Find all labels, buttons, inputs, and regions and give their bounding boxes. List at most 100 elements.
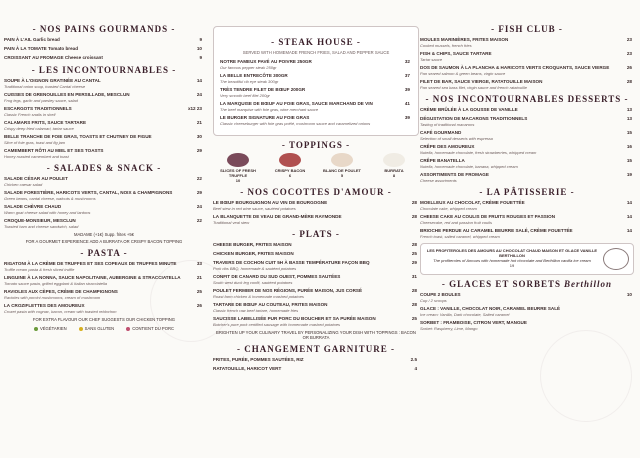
item-name: LA CROZIFLETTES DES AMOUREUX xyxy=(4,303,85,308)
item-description: Our famous pepper steak 250gr xyxy=(220,65,277,70)
item-price: 16 xyxy=(626,144,632,149)
item-name: POULET FERMIER DE NOS RÉGIONS, PURÉE MAI… xyxy=(213,288,363,293)
toppings-section-title: - TOPPINGS - xyxy=(281,140,351,150)
salades-section-title: - SALADES & SNACK - xyxy=(46,163,162,173)
menu-item: DOS DE SAUMON À LA PLANCHA & HARICOTS VE… xyxy=(420,65,634,76)
item-description: Pork ribs BBQ, homemade & sautéed potato… xyxy=(213,266,297,271)
menu-item: LA BLANQUETTE DE VEAU DE GRAND-MÈRE RAYM… xyxy=(213,214,419,225)
menu-item: GLACE : VANILLE, CHOCOLAT NOIR, CARAMEL … xyxy=(420,306,634,317)
item-price: 30 xyxy=(196,134,202,139)
item-name: BELLE TRANCHE DE FOIE GRAS, TOASTS ET CH… xyxy=(4,134,152,139)
item-price: 26 xyxy=(196,303,202,308)
menu-item: POULET FERMIER DE NOS RÉGIONS, PURÉE MAI… xyxy=(213,288,419,299)
topping-name: BURRATA xyxy=(384,168,404,173)
item-name: LINGUINE À LA NONNA, SAUCE NAPOLITAINE, … xyxy=(4,275,181,280)
item-description: Crispy deep fried calamari, tartar sauce xyxy=(4,126,74,131)
profiteroles-text: LES PROFITEROLES DES AMOURS AU CHOCOLAT … xyxy=(425,248,599,270)
item-name: FISH & CHIPS, SAUCE TARTARE xyxy=(420,51,492,56)
menu-item: BRIOCHE PERDUE AU CARAMEL BEURRE SALÉ, C… xyxy=(420,228,634,239)
item-price: 39 xyxy=(404,115,410,120)
item-description: Pan seared sea bass filet, virgin sauce … xyxy=(420,85,527,90)
item-description: Toasted ham and cheese sandwich, salad xyxy=(4,224,79,229)
item-name: CHEESE CAKE AU COULIS DE FRUITS ROUGES E… xyxy=(420,214,556,219)
item-price: 15 xyxy=(626,158,632,163)
item-description: Tomato sauce pasta, grilled eggplant & I… xyxy=(4,281,108,286)
item-description: Pan seared salmon & green beans, virgin … xyxy=(420,71,506,76)
item-price: 22 xyxy=(196,176,202,181)
item-name: COUPE 2 BOULES xyxy=(420,292,461,297)
garniture-section-title: - CHANGEMENT GARNITURE - xyxy=(236,344,396,354)
item-description: French toast, salted caramel, whipped cr… xyxy=(420,234,500,239)
legend-pork: CONTIENT DU PORC xyxy=(126,326,174,331)
item-name: CRÊPE DES AMOUREUX xyxy=(420,144,475,149)
plats-section-title: - PLATS - xyxy=(292,229,340,239)
item-price: 13 xyxy=(626,107,632,112)
item-price: 25 xyxy=(196,289,202,294)
profiteroles-text: LES PROFITEROLES DES AMOURS AU CHOCOLAT … xyxy=(426,248,598,258)
item-name: LA BLANQUETTE DE VEAU DE GRAND-MÈRE RAYM… xyxy=(213,214,342,219)
menu-item: RIGATONI À LA CRÈME DE TRUFFES ET SES CO… xyxy=(4,261,204,272)
topping-price: 5 xyxy=(340,173,344,178)
item-price: 28 xyxy=(411,214,417,219)
item-name: RIGATONI À LA CRÈME DE TRUFFES ET SES CO… xyxy=(4,261,177,266)
item-name: SALADE CHÈVRE CHAUD xyxy=(4,204,62,209)
item-description: Classic french raw beef tartare, homemad… xyxy=(213,308,299,313)
menu-item: SALADE FORESTIÈRE, HARICOTS VERTS, CANTA… xyxy=(4,190,204,201)
item-name: ESCARGOTS TRADITIONNELS xyxy=(4,106,72,111)
item-price: 9 xyxy=(199,37,202,42)
menu-note: FOR EXTRA FLAVOUR OUR CHEF SUGGESTS OUR … xyxy=(32,317,176,322)
item-name: FRITES, PURÉE, POMMES SAUTÉES, RIZ xyxy=(213,357,304,362)
menu-item: CONFIT DE CANARD DU SUD OUEST, POMMES SA… xyxy=(213,274,419,285)
item-description: Very smooth beef filet 200gr xyxy=(220,93,270,98)
item-name: CHICKEN BURGER, FRITES MAISON xyxy=(213,251,294,256)
item-price: 14 xyxy=(626,200,632,205)
topping-image xyxy=(383,153,405,167)
item-name: TRAVERS DE COCHON CUIT 5H À BASSE TEMPÉR… xyxy=(213,260,370,265)
item-description: Frog legs, garlic and parsley sauce, sal… xyxy=(4,98,78,103)
menu-item: FRITES, PURÉE, POMMES SAUTÉES, RIZ 2.5 xyxy=(213,357,419,363)
steak-subtitle: SERVED WITH HOMEMADE FRENCH FRIES, SALAD… xyxy=(242,50,390,55)
item-description: Selection of small desserts with espress… xyxy=(420,136,494,141)
item-price: 15 xyxy=(626,130,632,135)
item-name: RATATOUILLE, HARICOT VERT xyxy=(213,366,282,371)
menu-item: CUISSES DE GRENOUILLES EN PERSILLADE, ME… xyxy=(4,92,204,103)
item-name: SALADE FORESTIÈRE, HARICOTS VERTS, CANTA… xyxy=(4,190,173,195)
berthillon-logo: Berthillon xyxy=(564,279,613,289)
legend-veg: VÉGÉTARIEN xyxy=(33,326,67,331)
left-column: - NOS PAINS GOURMANDS -PAIN À L'AIL Garl… xyxy=(4,20,204,331)
legend-label: CONTIENT DU PORC xyxy=(132,326,175,331)
item-name: CROISSANT AU FROMAGE Cheese croissant xyxy=(4,55,103,60)
item-price: 2.5 xyxy=(410,357,417,362)
cocottes-section-title: - NOS COCOTTES D'AMOUR - xyxy=(240,187,392,197)
legend-label: VÉGÉTARIEN xyxy=(39,326,67,331)
topping-name: CRISPY BACON xyxy=(274,168,306,173)
item-price: 24 xyxy=(196,92,202,97)
item-price: 39 xyxy=(404,87,410,92)
item-description: Green beans, cantal cheese, walnuts & mu… xyxy=(4,196,96,201)
item-description: Chicken caesar salad xyxy=(4,182,43,187)
middle-column: - STEAK HOUSE -SERVED WITH HOMEMADE FREN… xyxy=(213,22,419,375)
item-description: Beef stew in red wine sauce, sautéed pot… xyxy=(213,206,296,211)
item-description: Cheesecake, red and passion fruit coulis xyxy=(420,220,493,225)
item-price: 25 xyxy=(411,316,417,321)
item-price: 19 xyxy=(626,172,632,177)
item-name: SAUCISSE LABELLISÉE PUR PORC DU BOUCHER … xyxy=(213,316,376,321)
leaf-icon xyxy=(33,326,38,331)
item-name: CUISSES DE GRENOUILLES EN PERSILLADE, ME… xyxy=(4,92,130,97)
item-description: Cup / 2 scoops xyxy=(420,298,447,303)
item-description: Crozet pasta with cognac, bacon, cream w… xyxy=(4,309,117,314)
profiteroles-box: LES PROFITEROLES DES AMOURS AU CHOCOLAT … xyxy=(420,243,634,275)
item-name: CRÈME BRÛLÉE À LA GOUSSE DE VANILLE xyxy=(420,107,518,112)
item-description: Nutella, homemade chocolate, banana, whi… xyxy=(420,164,518,169)
